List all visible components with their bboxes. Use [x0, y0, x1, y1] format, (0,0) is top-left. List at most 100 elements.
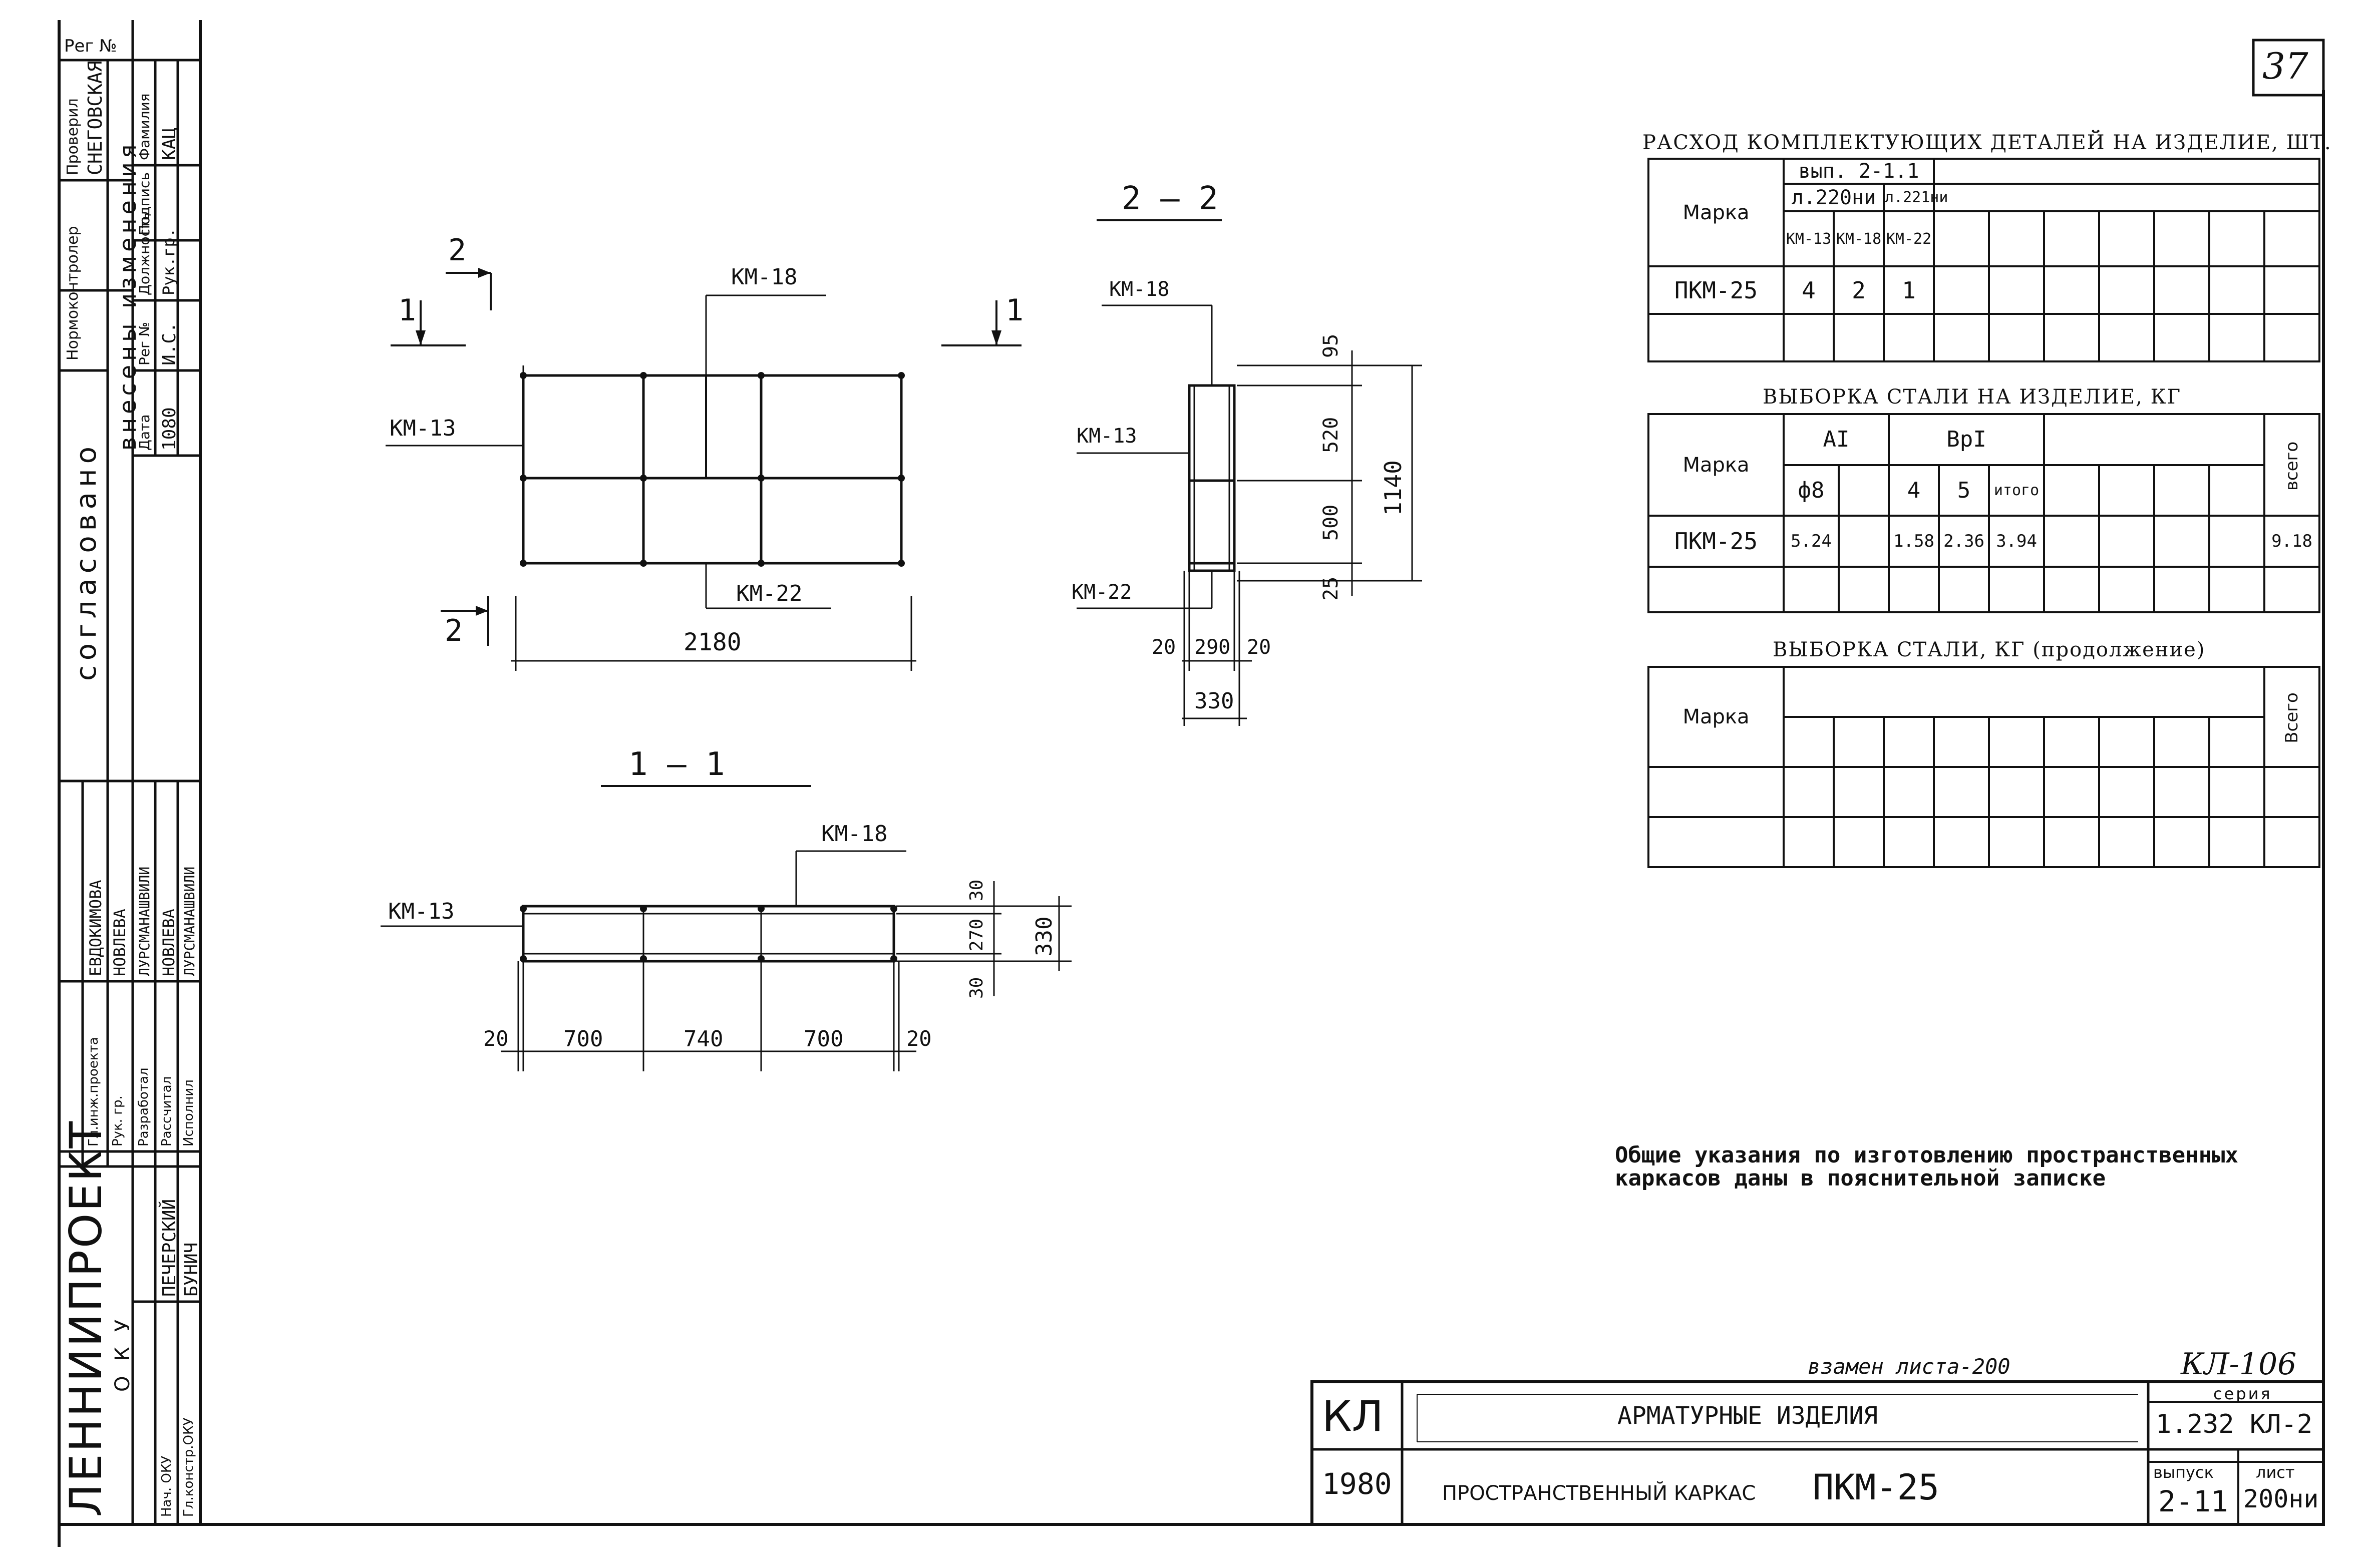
person-role-4: Исполнил — [181, 1079, 196, 1146]
s22-dim-520: 520 — [1319, 417, 1342, 453]
title-block-code: КЛ — [1322, 1392, 1384, 1441]
dept-name: ОКУ — [111, 1304, 134, 1392]
s11-label-km13: КМ-13 — [388, 899, 455, 924]
s22-dim-290: 290 — [1194, 636, 1231, 659]
title-block-year: 1980 — [1322, 1467, 1392, 1501]
approved-role-normcontrol: Нормоконтролер — [64, 226, 82, 360]
section-2-2-title: 2 — 2 — [1122, 180, 1218, 217]
parts-col-km13: КМ-13 — [1783, 210, 1835, 267]
person-role-5: Нач. ОКУ — [159, 1455, 174, 1517]
org-name: ЛЕННИИПРОЕКТ — [60, 1119, 112, 1517]
steel-table: Марка AI BpI всего ф8 4 5 итого ПКМ-25 5… — [1647, 413, 2321, 614]
steel-header-group-a1: AI — [1782, 413, 1890, 466]
s22-dim-330: 330 — [1194, 688, 1234, 714]
sheet-number: 37 — [2262, 45, 2308, 87]
title-block-series-label: серия — [2213, 1384, 2272, 1403]
section-1-1-title: 1 — 1 — [628, 746, 725, 783]
handwritten-code: КЛ-106 — [2181, 1347, 2297, 1382]
person-name-3: НОВЛЕВА — [159, 909, 178, 976]
steel-sub-itogo: итого — [1988, 464, 2046, 517]
plan-label-km18: КМ-18 — [731, 264, 798, 290]
s11-dim-700-right: 700 — [804, 1026, 844, 1052]
steel-cont-header-total: Всего — [2282, 692, 2302, 743]
steel-sub-5: 5 — [1938, 464, 1990, 517]
s11-dim-740: 740 — [684, 1026, 724, 1052]
s11-dim-700-left: 700 — [563, 1026, 603, 1052]
s11-dim-20-left: 20 — [483, 1026, 509, 1051]
steel-row-f8: 5.24 — [1783, 515, 1840, 568]
parts-header-sheet2: л.221ни — [1883, 183, 1948, 212]
approved-role-checked: Проверил — [64, 98, 82, 175]
steel-cont-header-marka: Марка — [1647, 666, 1785, 768]
parts-row-km22: 1 — [1883, 265, 1935, 315]
plan-label-km13: КМ-13 — [390, 416, 456, 441]
title-block-title2-prefix: ПРОСТРАНСТВЕННЫЙ КАРКАС — [1442, 1482, 1756, 1505]
parts-col-km22: КМ-22 — [1883, 210, 1935, 267]
steel-table-title: ВЫБОРКА СТАЛИ НА ИЗДЕЛИЕ, КГ — [1763, 385, 2182, 409]
steel-cont-table-title: ВЫБОРКА СТАЛИ, КГ (продолжение) — [1773, 638, 2206, 661]
title-block-sheet-value: 200ни — [2243, 1484, 2319, 1513]
s22-dim-20-left: 20 — [1152, 636, 1176, 659]
s11-dim-330: 330 — [1032, 916, 1057, 956]
approved-title: согласовано — [70, 442, 103, 681]
parts-header-sheet1: л.220ни — [1783, 183, 1885, 212]
s22-label-km22: КМ-22 — [1072, 581, 1132, 604]
person-role-3: Рассчитал — [159, 1076, 174, 1146]
s11-dim-30-top: 30 — [966, 879, 987, 901]
plan-section-mark-1-left: 1 — [398, 293, 417, 328]
s11-dim-20-right: 20 — [906, 1026, 932, 1051]
plan-section-mark-2-top: 2 — [448, 233, 467, 268]
s22-label-km13: КМ-13 — [1077, 425, 1137, 448]
changes-header-date: Дата — [136, 414, 153, 451]
steel-row-mark: ПКМ-25 — [1647, 515, 1785, 568]
general-note: Общие указания по изготовлению пространс… — [1615, 1142, 2239, 1192]
approved-name-checked: СНЕГОВСКАЯ — [84, 61, 106, 175]
title-block-issue-label: выпуск — [2153, 1463, 2214, 1482]
s22-dim-20-right: 20 — [1247, 636, 1271, 659]
parts-header-marka: Марка — [1647, 158, 1785, 267]
plan-dim-overall: 2180 — [684, 628, 742, 656]
changes-header-surname: Фамилия — [136, 93, 153, 160]
changes-row-surname: КАЦ — [159, 127, 180, 160]
s22-dim-1140: 1140 — [1380, 460, 1407, 516]
s22-dim-500: 500 — [1319, 504, 1342, 541]
person-name-4: ЛУРСМАНАШВИЛИ — [181, 866, 198, 976]
person-name-2: ЛУРСМАНАШВИЛИ — [136, 866, 153, 976]
parts-header-issue: вып. 2-1.1 — [1783, 158, 1935, 185]
plan-section-mark-2-bottom: 2 — [445, 613, 463, 648]
s11-dim-270: 270 — [966, 918, 987, 951]
changes-row-regno: И.С. — [159, 322, 180, 365]
title-block-title2-mark: ПКМ-25 — [1813, 1467, 1939, 1508]
person-name-5: ПЕЧЕРСКИЙ — [159, 1199, 180, 1297]
steel-sub-4: 4 — [1888, 464, 1940, 517]
parts-table-title: РАСХОД КОМПЛЕКТУЮЩИХ ДЕТАЛЕЙ НА ИЗДЕЛИЕ,… — [1642, 131, 2332, 154]
plan-label-km22: КМ-22 — [736, 581, 803, 606]
title-block-series-value: 1.232 КЛ-2 — [2156, 1409, 2313, 1439]
steel-header-group-bp1: BpI — [1888, 413, 2046, 466]
changes-row-date: 1080 — [159, 407, 180, 451]
steel-row-4: 1.58 — [1888, 515, 1940, 568]
parts-col-km18: КМ-18 — [1833, 210, 1885, 267]
person-name-6: БУНИЧ — [181, 1242, 202, 1297]
steel-header-marka: Марка — [1647, 413, 1785, 517]
person-role-0: Гл.инж.проекта — [86, 1037, 101, 1146]
steel-header-total: всего — [2282, 441, 2302, 491]
s22-dim-95: 95 — [1319, 333, 1342, 358]
changes-header-signature: Подпись — [136, 172, 153, 235]
parts-row-km18: 2 — [1833, 265, 1885, 315]
person-role-1: Рук. гр. — [110, 1095, 125, 1146]
s22-dim-25: 25 — [1319, 576, 1342, 601]
steel-sub-f8: ф8 — [1783, 464, 1840, 517]
person-role-2: Разработал — [136, 1067, 151, 1146]
parts-header-empty — [1932, 158, 2321, 185]
steel-cont-table: Марка Всего — [1647, 666, 2321, 868]
title-block-title1: АРМАТУРНЫЕ ИЗДЕЛИЯ — [1617, 1402, 1878, 1430]
person-role-6: Гл.констр.ОКУ — [181, 1417, 196, 1517]
title-block-issue-value: 2-11 — [2158, 1484, 2228, 1518]
s11-label-km18: КМ-18 — [821, 821, 888, 847]
parts-row-mark: ПКМ-25 — [1647, 265, 1785, 315]
s22-label-km18: КМ-18 — [1109, 278, 1170, 301]
person-name-0: ЕВДОКИМОВА — [86, 880, 105, 976]
person-name-1: НОВЛЕВА — [110, 909, 129, 976]
